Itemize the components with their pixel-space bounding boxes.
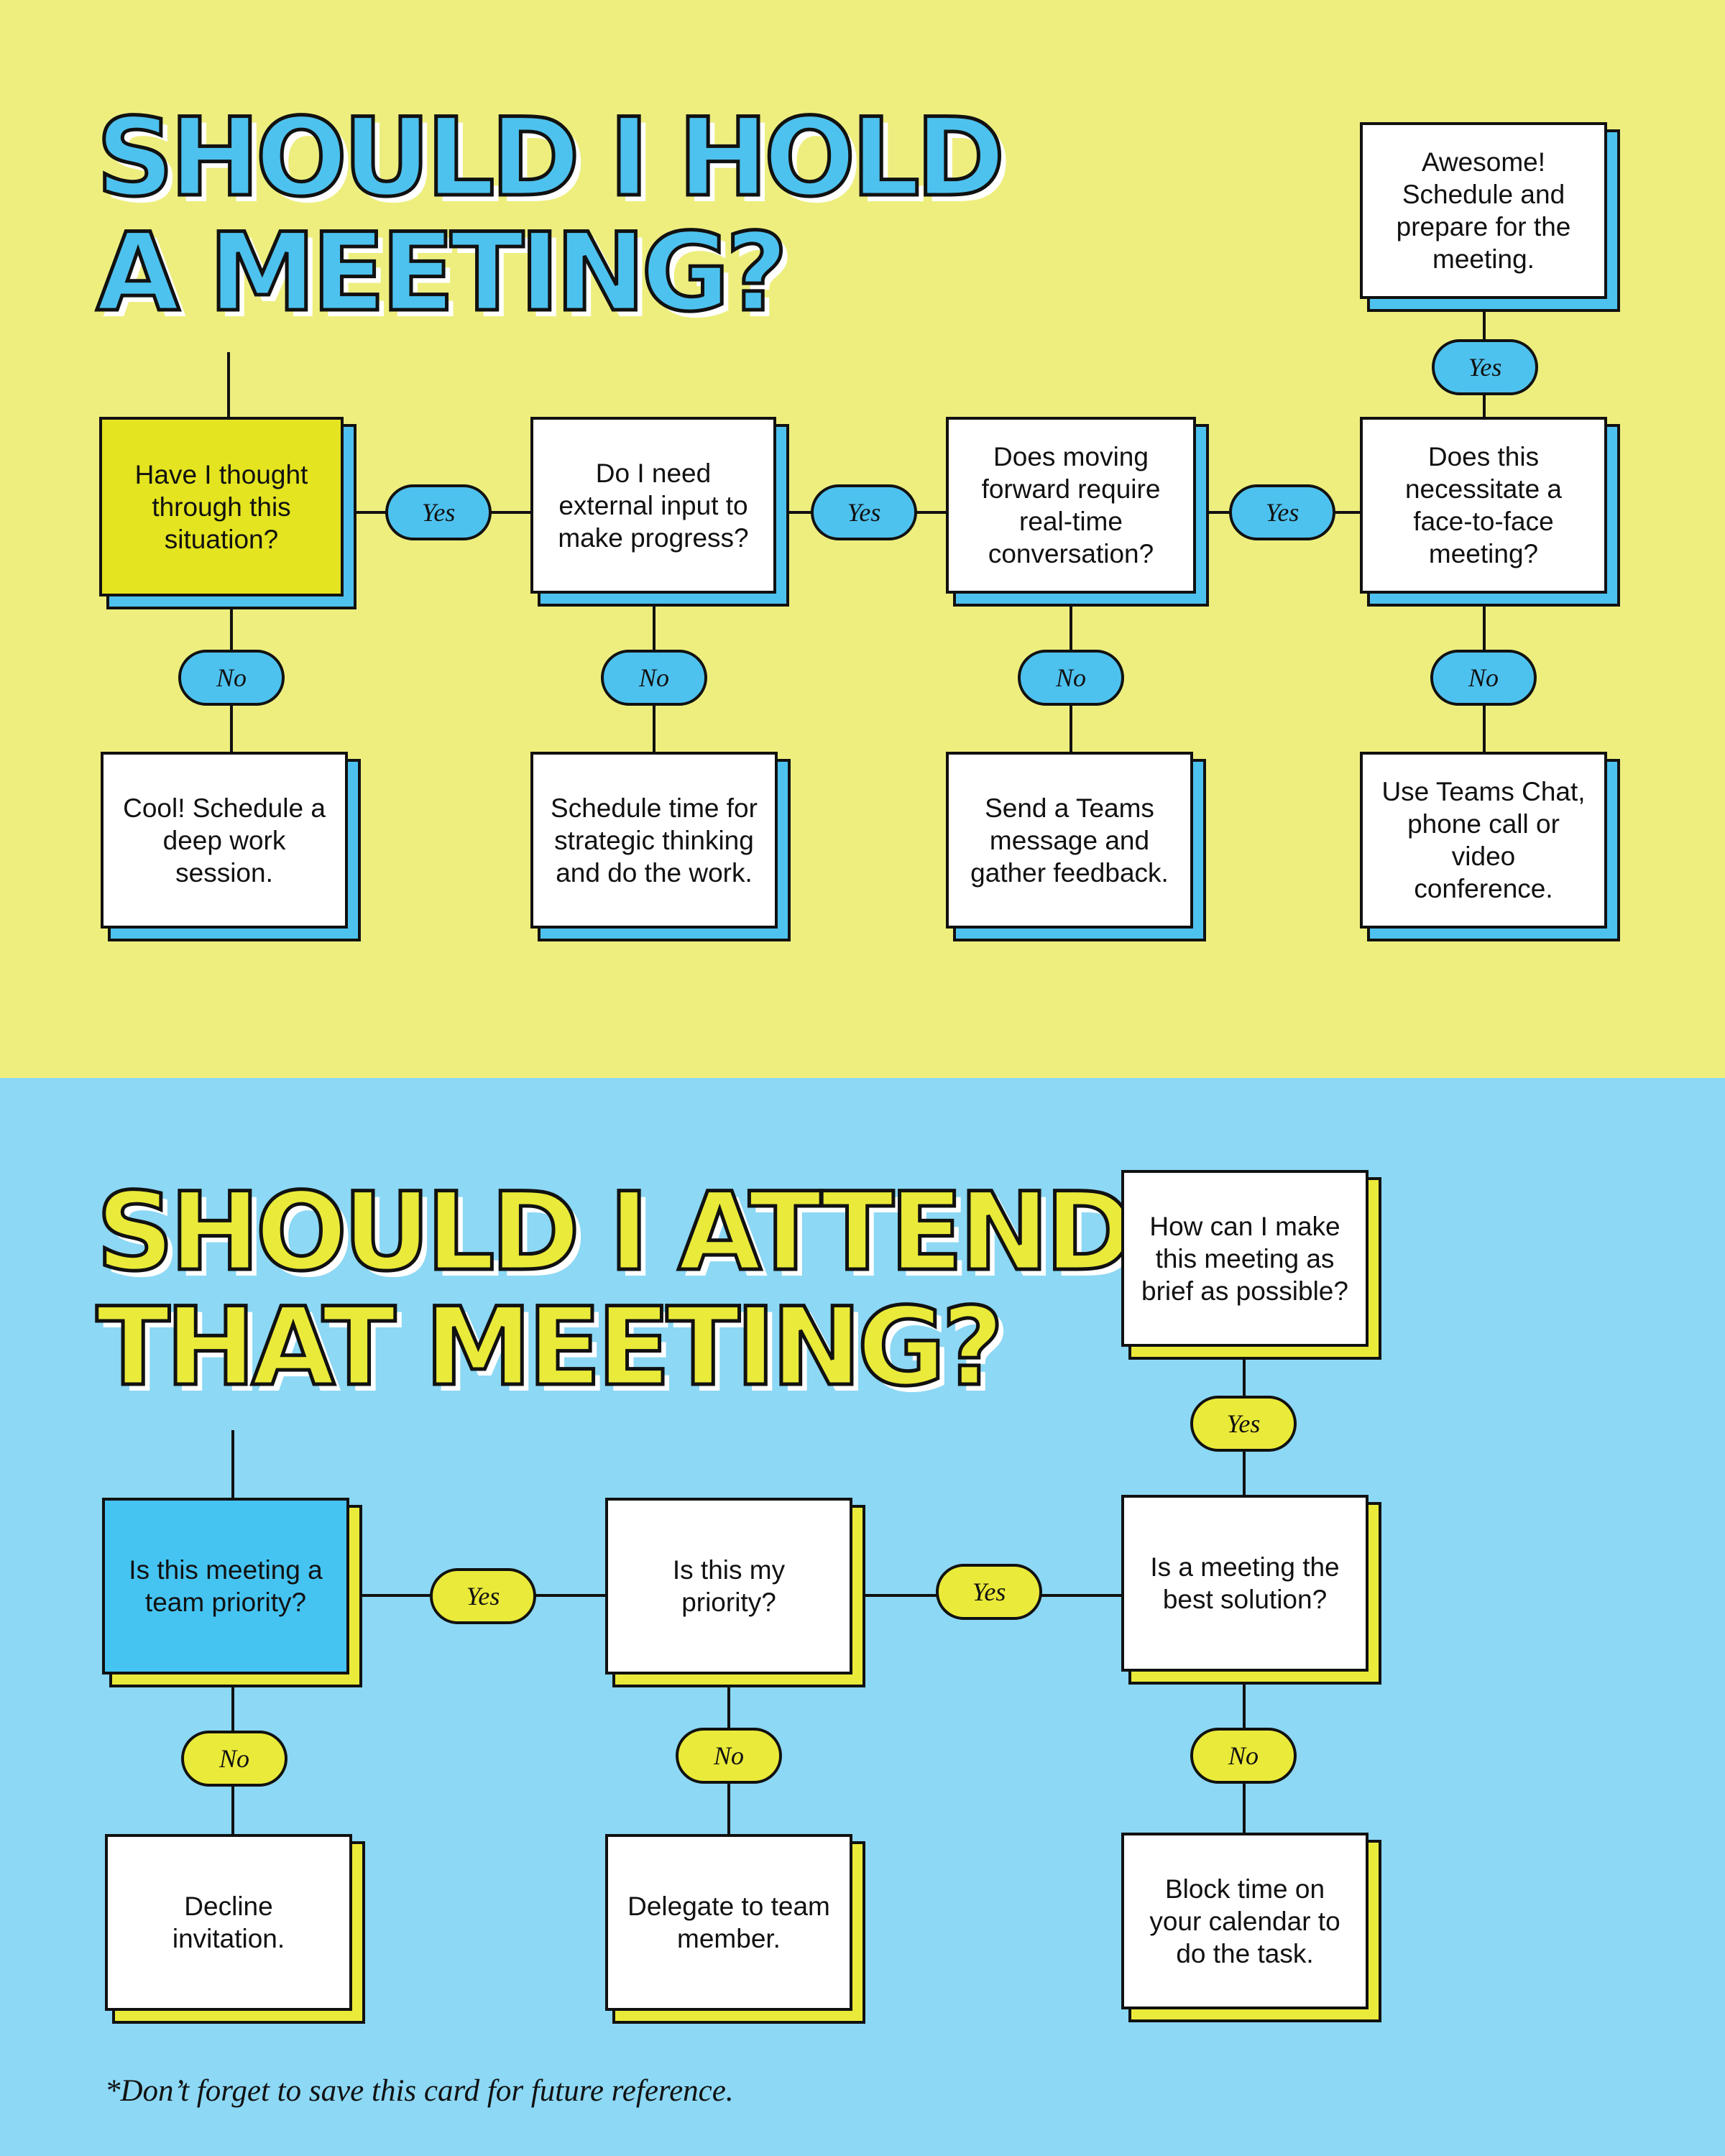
- attend-question-1-text: Is this meeting a team priority?: [129, 1555, 323, 1617]
- attend-result-brief: How can I make this meeting as brief as …: [1121, 1170, 1368, 1347]
- attend-yes-label-top: Yes: [1190, 1396, 1297, 1452]
- attend-answer-1-text: Decline invitation.: [172, 1892, 285, 1953]
- attend-question-3: Is a meeting the best solution?: [1121, 1495, 1368, 1672]
- yes-label-2: Yes: [811, 484, 917, 540]
- yes-label-3: Yes: [1229, 484, 1335, 540]
- hold-result-schedule: Awesome! Schedule and prepare for the me…: [1360, 122, 1607, 299]
- no-label-1: No: [178, 650, 285, 706]
- hold-question-1-text: Have I thought through this situation?: [134, 459, 308, 554]
- no-label-2: No: [601, 650, 707, 706]
- hold-question-2-text: Do I need external input to make progres…: [558, 458, 749, 553]
- hold-question-4: Does this necessitate a face-to-face mee…: [1360, 417, 1607, 594]
- hold-title-line2: A MEETING?: [94, 211, 789, 336]
- attend-answer-1: Decline invitation.: [105, 1834, 352, 2011]
- attend-question-3-text: Is a meeting the best solution?: [1150, 1552, 1340, 1614]
- footnote: *Don’t forget to save this card for futu…: [105, 2074, 734, 2108]
- hold-question-3-text: Does moving forward require real-time co…: [981, 442, 1161, 568]
- no-label-3: No: [1018, 650, 1124, 706]
- attend-answer-3-text: Block time on your calendar to do the ta…: [1149, 1874, 1340, 1968]
- yes-label-top: Yes: [1432, 339, 1538, 395]
- hold-meeting-section: SHOULD I HOLD A MEETING? Have I thought …: [0, 0, 1725, 1078]
- hold-answer-4: Use Teams Chat, phone call or video conf…: [1360, 752, 1607, 929]
- attend-start-connector: [231, 1430, 234, 1498]
- hold-answer-2: Schedule time for strategic thinking and…: [530, 752, 778, 929]
- hold-title-line1: SHOULD I HOLD: [94, 96, 1006, 221]
- attend-answer-3: Block time on your calendar to do the ta…: [1121, 1833, 1368, 2009]
- attend-yes-label-1: Yes: [430, 1568, 536, 1624]
- attend-title-line1: SHOULD I ATTEND: [94, 1170, 1136, 1295]
- attend-answer-2: Delegate to team member.: [605, 1834, 852, 2011]
- attend-no-label-2: No: [676, 1728, 782, 1784]
- hold-question-3: Does moving forward require real-time co…: [946, 417, 1196, 594]
- attend-question-2: Is this my priority?: [605, 1498, 852, 1674]
- attend-no-label-1: No: [181, 1731, 288, 1787]
- attend-meeting-title: SHOULD I ATTEND THAT MEETING?: [94, 1174, 1136, 1407]
- hold-question-1: Have I thought through this situation?: [99, 417, 344, 596]
- hold-answer-1: Cool! Schedule a deep work session.: [101, 752, 348, 929]
- hold-meeting-title: SHOULD I HOLD A MEETING?: [94, 99, 1006, 333]
- hold-answer-4-text: Use Teams Chat, phone call or video conf…: [1381, 777, 1586, 903]
- attend-question-1: Is this meeting a team priority?: [102, 1498, 349, 1674]
- attend-title-line2: THAT MEETING?: [95, 1285, 1006, 1410]
- attend-result-brief-text: How can I make this meeting as brief as …: [1141, 1211, 1348, 1306]
- hold-question-4-text: Does this necessitate a face-to-face mee…: [1404, 442, 1563, 568]
- attend-question-2-text: Is this my priority?: [672, 1555, 786, 1617]
- no-label-4: No: [1430, 650, 1537, 706]
- hold-question-2: Do I need external input to make progres…: [530, 417, 776, 594]
- hold-answer-3-text: Send a Teams message and gather feedback…: [970, 793, 1169, 888]
- hold-result-schedule-text: Awesome! Schedule and prepare for the me…: [1396, 147, 1571, 274]
- attend-answer-2-text: Delegate to team member.: [627, 1892, 830, 1953]
- attend-no-label-3: No: [1190, 1728, 1297, 1784]
- yes-label-1: Yes: [385, 484, 492, 540]
- attend-yes-label-2: Yes: [936, 1564, 1042, 1620]
- start-connector: [227, 352, 230, 418]
- hold-answer-1-text: Cool! Schedule a deep work session.: [123, 793, 326, 888]
- hold-answer-3: Send a Teams message and gather feedback…: [946, 752, 1193, 929]
- hold-answer-2-text: Schedule time for strategic thinking and…: [551, 793, 758, 888]
